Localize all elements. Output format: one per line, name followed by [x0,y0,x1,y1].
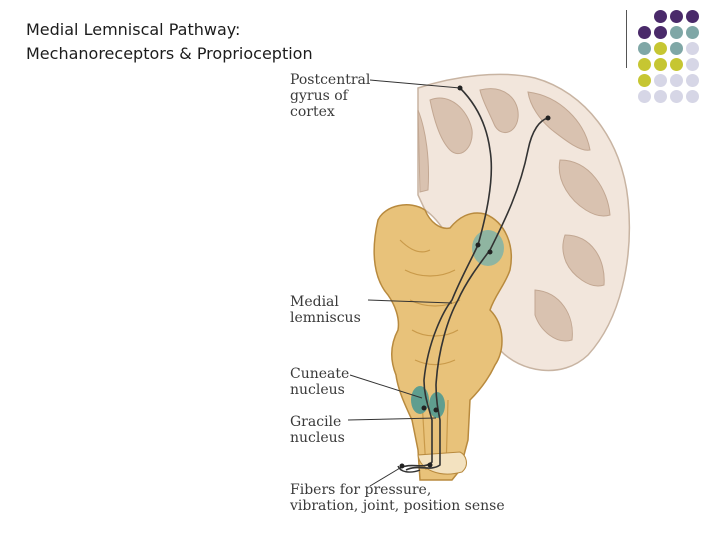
label-postcentral-gyrus: Postcentral gyrus of cortex [290,72,370,120]
label-line: gyrus of [290,88,370,104]
label-gracile-nucleus: Gracile nucleus [290,414,345,446]
label-line: Cuneate [290,366,349,382]
synapse-dot [422,406,427,411]
synapse-dot [546,116,551,121]
label-line: Postcentral [290,72,370,88]
synapse-dot [434,408,439,413]
synapse-dot [476,243,481,248]
label-line: cortex [290,104,370,120]
synapse-dot [488,250,493,255]
label-line: Medial [290,294,361,310]
synapse-dot [400,464,405,469]
label-line: vibration, joint, position sense [290,498,505,514]
label-line: lemniscus [290,310,361,326]
label-fibers: Fibers for pressure, vibration, joint, p… [290,482,505,514]
synapse-dot [428,463,433,468]
label-medial-lemniscus: Medial lemniscus [290,294,361,326]
label-line: Gracile [290,414,345,430]
label-line: nucleus [290,430,345,446]
label-line: nucleus [290,382,349,398]
label-cuneate-nucleus: Cuneate nucleus [290,366,349,398]
label-line: Fibers for pressure, [290,482,505,498]
